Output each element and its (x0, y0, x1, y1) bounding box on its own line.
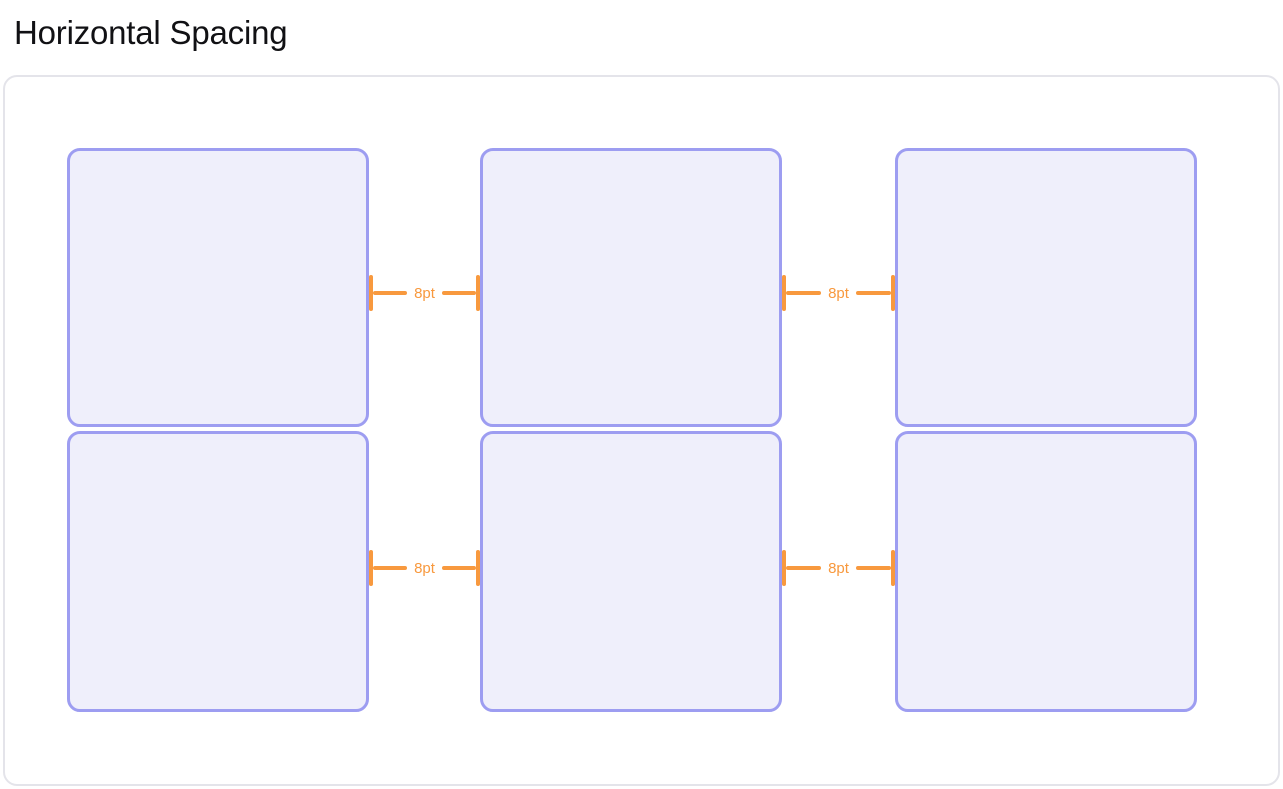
measurement-tick-right-icon (476, 550, 481, 586)
measurement-line (786, 291, 822, 295)
measurement-line (855, 291, 892, 295)
spacing-card (67, 431, 369, 712)
measurement-line (373, 291, 408, 295)
measurement-tick-right-icon (891, 550, 896, 586)
measurement-tick-left-icon (369, 550, 373, 586)
measurement-tick-left-icon (369, 275, 373, 311)
measurement-tick-left-icon (782, 275, 786, 311)
spacing-measurement: 8pt (369, 550, 481, 586)
spacing-card (895, 148, 1197, 427)
spacing-card (480, 148, 782, 427)
measurement-label: 8pt (414, 559, 435, 577)
spacing-card (895, 431, 1197, 712)
measurement-line (373, 566, 408, 570)
measurement-tick-right-icon (891, 275, 896, 311)
measurement-line (441, 291, 477, 295)
spacing-measurement: 8pt (369, 275, 481, 311)
measurement-tick-right-icon (476, 275, 481, 311)
measurement-label: 8pt (414, 284, 435, 302)
measurement-tick-left-icon (782, 550, 786, 586)
horizontal-spacing-page: Horizontal Spacing 8pt 8pt 8pt (0, 12, 1283, 786)
measurement-label: 8pt (828, 284, 849, 302)
measurement-line (441, 566, 477, 570)
page-title: Horizontal Spacing (14, 14, 288, 51)
measurement-label: 8pt (828, 559, 849, 577)
spacing-measurement: 8pt (782, 275, 896, 311)
spacing-card (480, 431, 782, 712)
spacing-measurement: 8pt (782, 550, 896, 586)
measurement-line (786, 566, 822, 570)
measurement-line (855, 566, 892, 570)
spacing-card (67, 148, 369, 427)
spacing-demo-panel: 8pt 8pt 8pt 8pt (3, 75, 1280, 786)
